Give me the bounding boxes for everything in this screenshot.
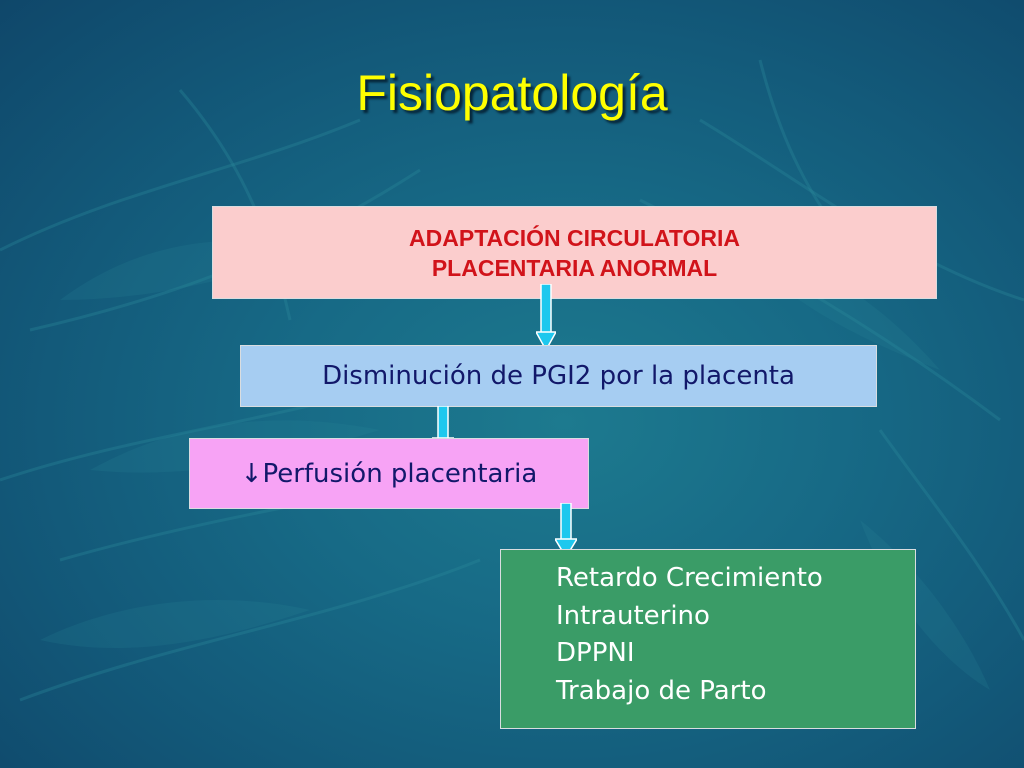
effect-item: Retardo Crecimiento bbox=[556, 563, 823, 593]
arrow-down-icon bbox=[536, 284, 556, 352]
effect-item: Intrauterino bbox=[556, 600, 710, 631]
slide-title: Fisiopatología bbox=[356, 65, 668, 121]
perfusion-box: ↓Perfusión placentaria bbox=[189, 438, 589, 509]
adaptation-line-2: PLACENTARIA ANORMAL bbox=[431, 254, 718, 281]
adaptation-line-1: ADAPTACIÓN CIRCULATORIA bbox=[409, 224, 740, 251]
pgi2-label: Disminución de PGI2 por la placenta bbox=[322, 361, 795, 391]
effect-item: Trabajo de Parto bbox=[556, 675, 767, 706]
arrow-down-icon bbox=[555, 503, 577, 559]
effects-box: Retardo Crecimiento Intrauterino DPPNI T… bbox=[500, 549, 916, 729]
perfusion-label: ↓Perfusión placentaria bbox=[240, 458, 538, 489]
adaptation-box: ADAPTACIÓN CIRCULATORIA PLACENTARIA ANOR… bbox=[212, 206, 937, 299]
effect-item: DPPNI bbox=[556, 638, 635, 668]
pgi2-box: Disminución de PGI2 por la placenta bbox=[240, 345, 877, 407]
